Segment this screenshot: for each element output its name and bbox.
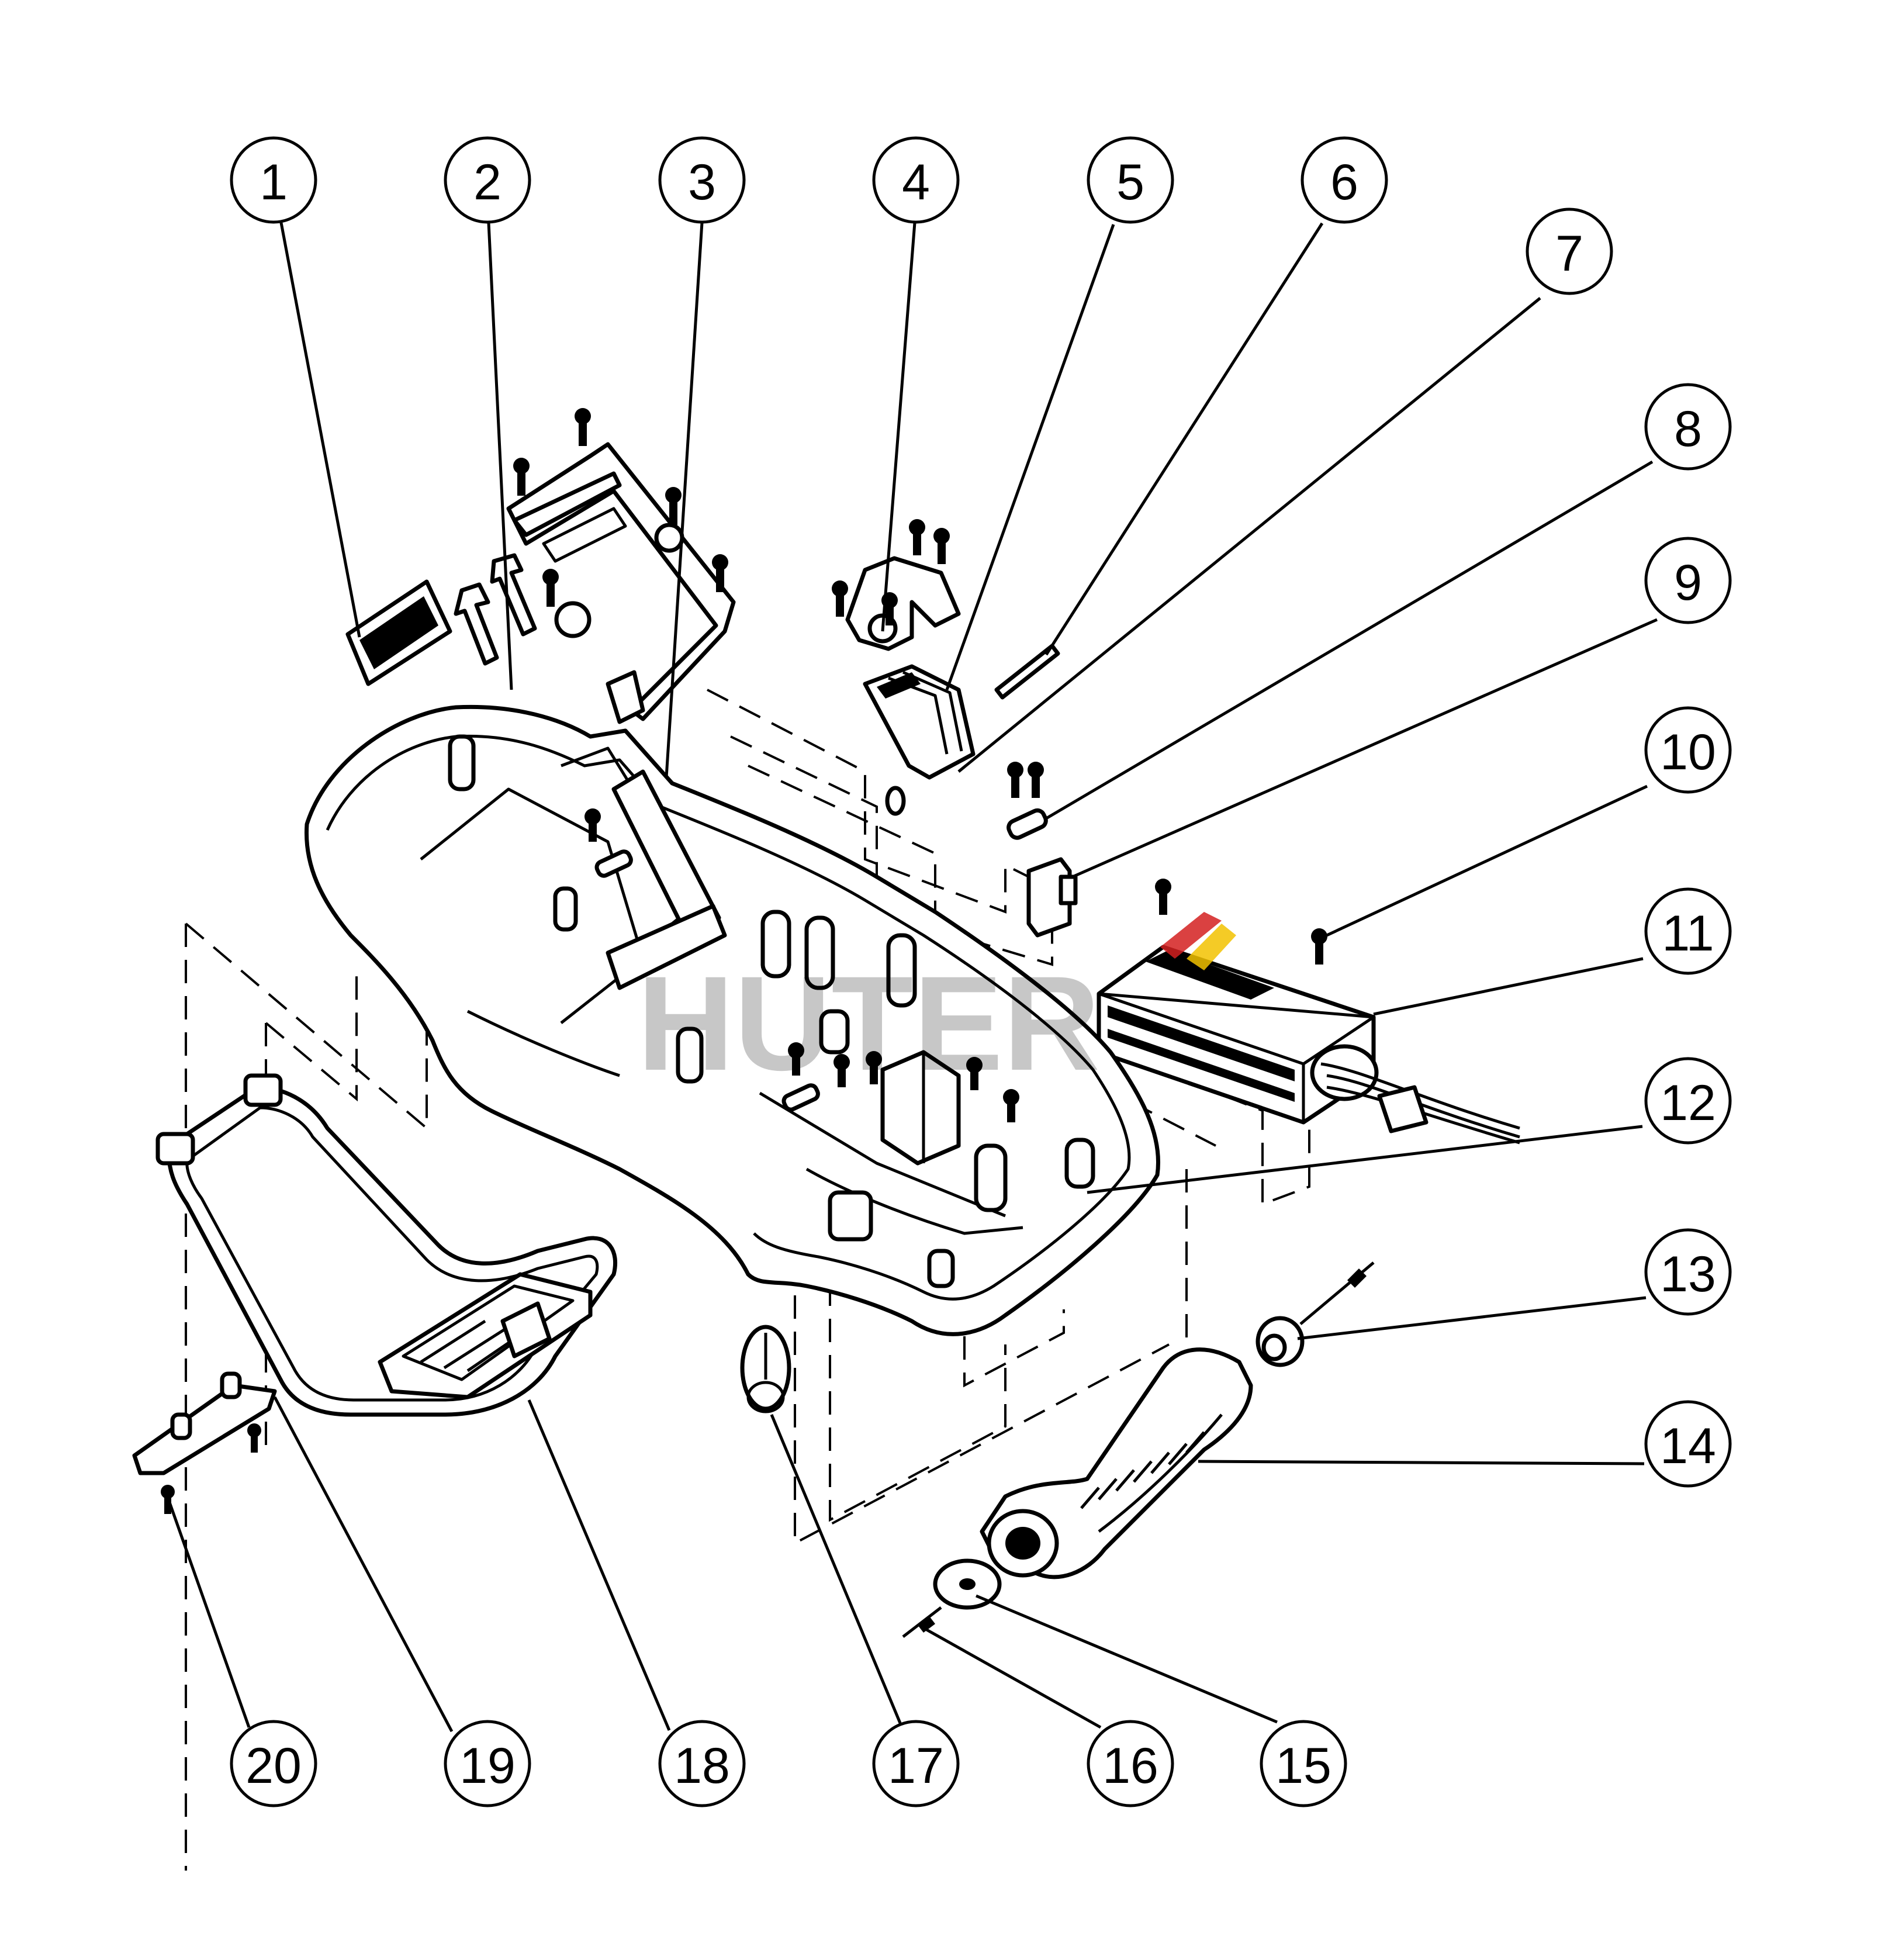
callout-14: 14 bbox=[1644, 1400, 1732, 1488]
callout-6-label: 6 bbox=[1330, 154, 1358, 210]
part-20-plate bbox=[132, 1371, 277, 1514]
callout-2-label: 2 bbox=[473, 154, 501, 210]
part-8-9-clips bbox=[1007, 762, 1078, 938]
part-3-screws bbox=[513, 408, 728, 607]
callout-7-label: 7 bbox=[1555, 226, 1583, 282]
callout-9-label: 9 bbox=[1674, 555, 1702, 611]
part-17-loop bbox=[740, 1325, 791, 1413]
part-15-washer bbox=[933, 1558, 1002, 1610]
callout-13: 13 bbox=[1644, 1228, 1732, 1316]
part-12-main-body bbox=[304, 704, 1160, 1336]
callout-20-label: 20 bbox=[245, 1738, 302, 1794]
leader-lines bbox=[168, 222, 1658, 1733]
callout-8-label: 8 bbox=[1674, 401, 1702, 457]
callout-17: 17 bbox=[872, 1720, 960, 1807]
part-3-bracket-frame bbox=[506, 408, 736, 724]
part-13-cap bbox=[1255, 1261, 1375, 1367]
callout-17-label: 17 bbox=[888, 1738, 944, 1794]
callout-9: 9 bbox=[1644, 537, 1732, 624]
callout-4: 4 bbox=[872, 136, 960, 224]
part-5-switch-block bbox=[863, 664, 976, 816]
huter-watermark: HUTER bbox=[637, 912, 1236, 1098]
watermark-yellow-swoosh bbox=[1187, 924, 1236, 970]
callout-15: 15 bbox=[1260, 1720, 1347, 1807]
callout-5: 5 bbox=[1087, 136, 1174, 224]
callout-1-label: 1 bbox=[260, 154, 288, 210]
callout-12-label: 12 bbox=[1660, 1075, 1716, 1131]
callout-18-label: 18 bbox=[674, 1738, 730, 1794]
callout-2: 2 bbox=[444, 136, 531, 224]
callout-3: 3 bbox=[658, 136, 746, 224]
callout-12: 12 bbox=[1644, 1057, 1732, 1145]
part-6-pin bbox=[994, 644, 1060, 700]
callout-3-label: 3 bbox=[688, 154, 716, 210]
callout-8: 8 bbox=[1644, 383, 1732, 471]
callout-10-label: 10 bbox=[1660, 724, 1716, 780]
callout-19-label: 19 bbox=[459, 1738, 516, 1794]
callout-7: 7 bbox=[1526, 208, 1613, 295]
part-2-clips bbox=[454, 553, 537, 666]
callout-13-label: 13 bbox=[1660, 1246, 1716, 1302]
callout-16-label: 16 bbox=[1102, 1738, 1158, 1794]
callout-11: 11 bbox=[1644, 887, 1732, 975]
watermark-red-swoosh bbox=[1160, 912, 1222, 959]
callout-4-label: 4 bbox=[902, 154, 930, 210]
part-4-bracket bbox=[832, 519, 961, 651]
part-14-grip bbox=[980, 1347, 1253, 1579]
callout-6: 6 bbox=[1301, 136, 1388, 224]
part-11-battery-pack bbox=[1097, 879, 1520, 1145]
part-1-grille bbox=[345, 579, 452, 686]
callout-5-label: 5 bbox=[1116, 154, 1144, 210]
callout-15-label: 15 bbox=[1275, 1738, 1331, 1794]
callout-1: 1 bbox=[230, 136, 317, 224]
callout-20: 20 bbox=[230, 1720, 317, 1807]
callout-10: 10 bbox=[1644, 706, 1732, 794]
callout-19: 19 bbox=[444, 1720, 531, 1807]
callout-16: 16 bbox=[1087, 1720, 1174, 1807]
callout-18: 18 bbox=[658, 1720, 746, 1807]
callout-11-label: 11 bbox=[1662, 905, 1714, 962]
part-18-footplate bbox=[378, 1272, 593, 1399]
part-16-screw bbox=[902, 1606, 942, 1638]
callout-14-label: 14 bbox=[1660, 1418, 1716, 1474]
watermark-text: HUTER bbox=[637, 948, 1100, 1098]
